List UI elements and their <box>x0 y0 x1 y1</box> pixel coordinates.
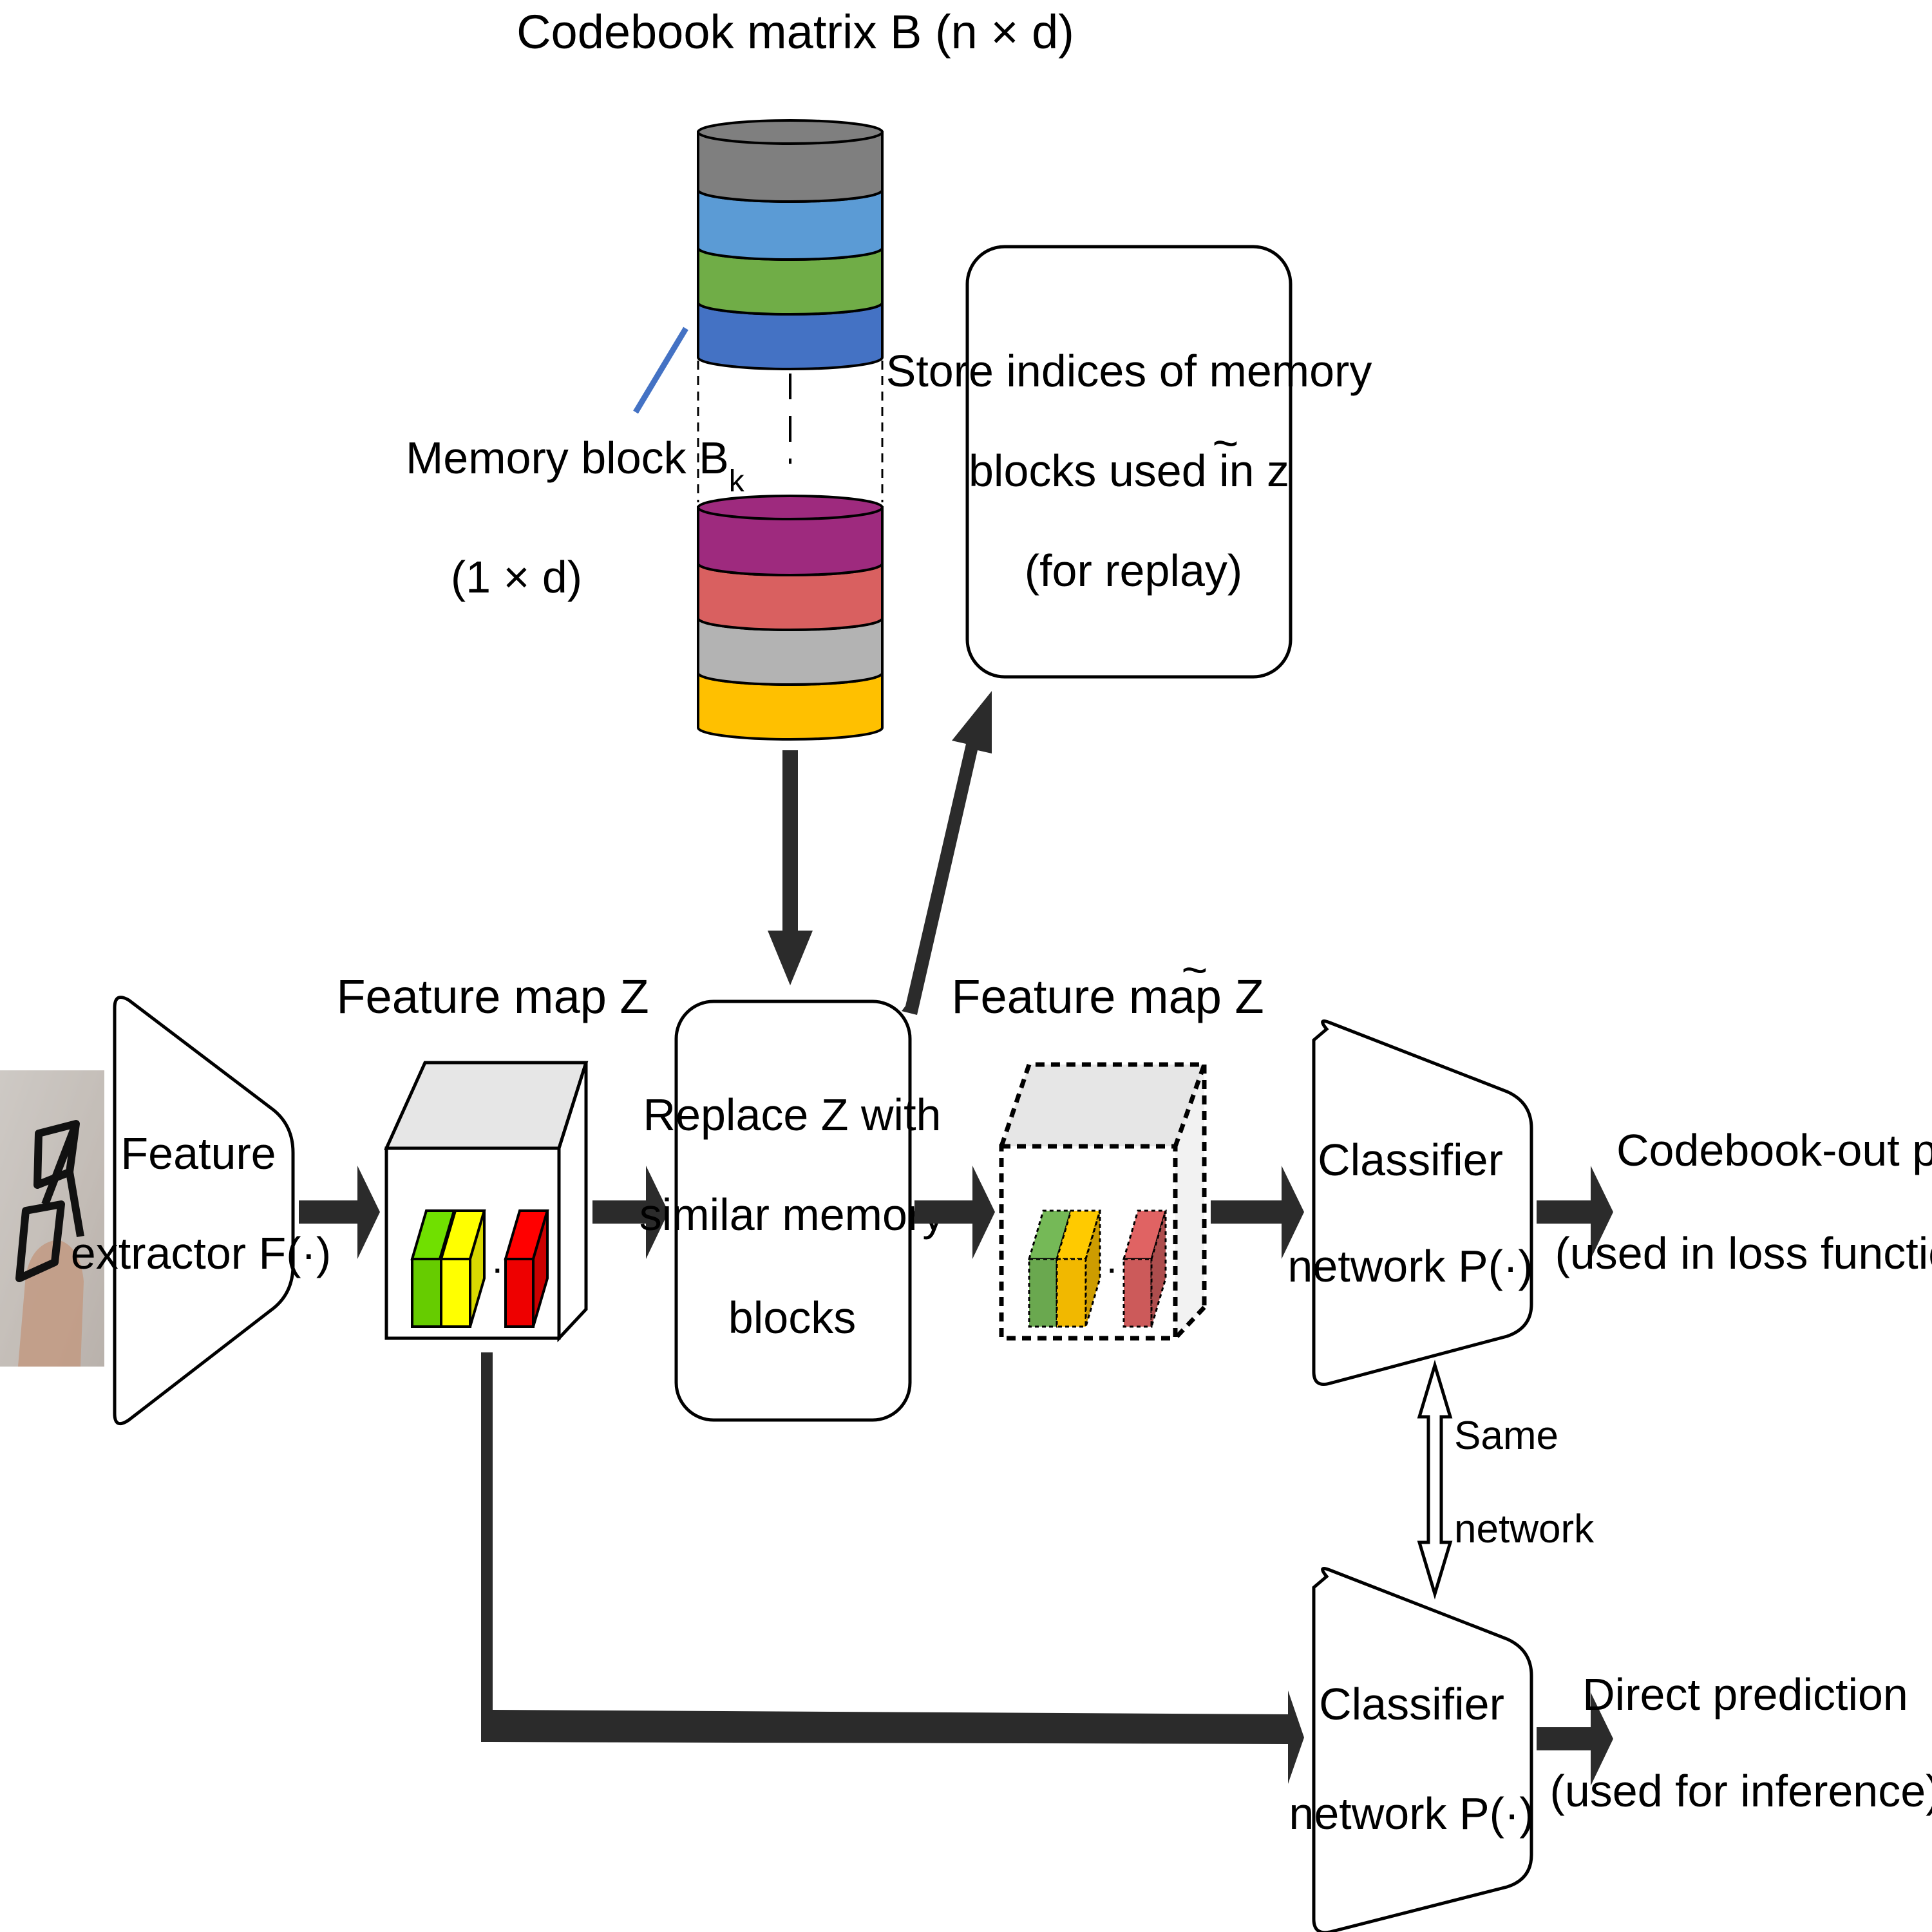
codebook-out-line2: (used in loss function) <box>1555 1228 1932 1278</box>
same-network-line1: Same <box>1454 1414 1558 1458</box>
codebook-stripe-8 <box>697 672 884 741</box>
z-block-red <box>504 1209 549 1328</box>
replace-box-line3: blocks <box>728 1293 856 1343</box>
direct-prediction-line1: Direct prediction <box>1582 1669 1908 1719</box>
tilde-mark-featuremap: ~ <box>1182 945 1208 995</box>
store-indices-line1: Store indices of memory <box>886 346 1372 396</box>
codebook-stripe-1 <box>697 131 884 203</box>
replace-box-line1: Replace Z with <box>643 1090 942 1140</box>
codebook-stripe-2 <box>697 189 884 261</box>
classifier-top-line1: Classifier <box>1318 1135 1503 1185</box>
ztilde-block-green <box>1027 1209 1073 1328</box>
memory-block-label: Memory block Bk <box>406 433 745 498</box>
same-network-line2: network <box>1454 1507 1595 1551</box>
classifier-bottom-line1: Classifier <box>1319 1679 1504 1729</box>
classifier-bottom-line2: network P(·) <box>1289 1788 1534 1839</box>
codebook-stripe-5-top <box>697 495 884 520</box>
codebook-stripe-4 <box>697 301 884 370</box>
tilde-mark-store: ~ <box>1213 418 1239 468</box>
codebook-cylinder <box>697 119 884 741</box>
replace-box <box>674 999 912 1422</box>
feature-map-z-title: Feature map Z <box>336 970 649 1023</box>
codebook-stripe-1-top <box>697 119 884 145</box>
store-indices-line3: (for replay) <box>1025 545 1242 596</box>
same-network-arrow <box>1417 1359 1453 1600</box>
codebook-stripe-5 <box>697 506 884 576</box>
codebook-dashed-gap <box>697 361 884 502</box>
arrow-replace-to-store <box>902 691 992 1015</box>
feature-extractor-line1: Feature <box>120 1128 276 1179</box>
feature-map-z-cube: · · <box>384 1061 589 1343</box>
codebook-top-stripes <box>697 119 884 370</box>
codebook-title: Codebook matrix B (n × d) <box>516 5 1074 59</box>
codebook-out-line1: Codebook-out prediction <box>1616 1125 1932 1175</box>
arrow-featuremap-to-replace <box>592 1166 668 1259</box>
store-indices-box <box>965 245 1293 679</box>
codebook-stripe-6 <box>697 562 884 631</box>
replace-box-line2: similar memory <box>639 1189 945 1240</box>
feature-extractor-line2: extractor F(·) <box>71 1228 331 1278</box>
arrow-featuremap-tilde-to-classifier <box>1211 1166 1304 1259</box>
memory-block-pointer <box>633 327 688 414</box>
z-block-green <box>410 1209 456 1328</box>
classifier-bottom-trapezoid <box>1312 1567 1533 1932</box>
classifier-top-line2: network P(·) <box>1287 1241 1533 1291</box>
z-block-yellow <box>439 1209 486 1328</box>
input-image <box>0 1070 104 1367</box>
store-indices-line2: blocks used in z <box>969 446 1289 496</box>
arrow-classifier-to-direct <box>1537 1692 1613 1786</box>
feature-extractor-trapezoid <box>113 996 295 1426</box>
feature-map-z-tilde-title: Feature map Z <box>951 970 1264 1023</box>
arrow-classifier-to-codebook-out <box>1537 1166 1613 1259</box>
feature-map-z-tilde-cube: · · <box>999 1062 1208 1341</box>
classifier-top-trapezoid <box>1312 1019 1533 1386</box>
glasses-icon <box>15 1120 84 1282</box>
direct-prediction-line2: (used for inference) <box>1550 1766 1932 1816</box>
codebook-stripe-7 <box>697 617 884 686</box>
ztilde-block-red <box>1122 1209 1168 1328</box>
ztilde-block-yellow <box>1055 1209 1102 1328</box>
memory-block-dims: (1 × d) <box>451 552 582 602</box>
arrow-codebook-to-replace <box>768 750 813 985</box>
codebook-bottom-stripes <box>697 495 884 741</box>
arrow-extractor-to-featuremap <box>299 1166 380 1259</box>
arrow-replace-to-featuremap-tilde <box>914 1166 995 1259</box>
arrow-featuremap-to-bottom-classifier <box>481 1352 1304 1784</box>
codebook-stripe-3 <box>697 247 884 316</box>
